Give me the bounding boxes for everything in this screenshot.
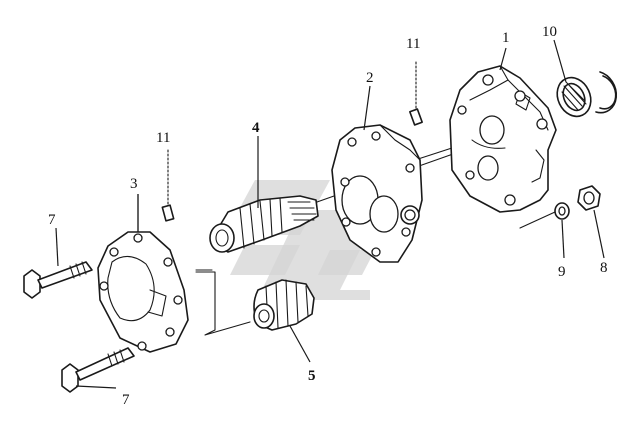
part-4-drive-gear-shaft [209,136,319,253]
label-3: 3 [130,176,138,192]
label-8: 8 [600,260,608,276]
label-11-left: 11 [156,130,170,146]
label-7-top: 7 [48,212,56,228]
part-11-dowel-pin-left [161,149,175,222]
label-4: 4 [252,120,260,136]
part-9-washer [554,202,570,220]
callout-labels: 1 2 3 4 5 7 7 8 9 10 11 11 [48,24,608,408]
label-10: 10 [542,24,557,40]
part-7-bolt-lower [61,347,135,393]
part-7-bolt-upper [23,227,93,299]
label-1: 1 [502,30,510,46]
part-5-driven-gear [253,279,315,363]
label-11-right: 11 [406,36,420,52]
label-2: 2 [366,70,374,86]
part-snap-ring [595,71,618,114]
part-8-nut [577,185,601,211]
label-7-bottom: 7 [122,392,130,408]
label-5: 5 [308,368,316,384]
callout-leaders [137,39,605,259]
part-10-oil-seal [556,76,592,118]
part-11-dowel-pin-right [409,61,423,126]
part-2-gear-housing [331,124,423,263]
part-1-rear-housing [449,65,557,213]
label-9: 9 [558,264,566,280]
part-3-front-cover [97,194,189,353]
